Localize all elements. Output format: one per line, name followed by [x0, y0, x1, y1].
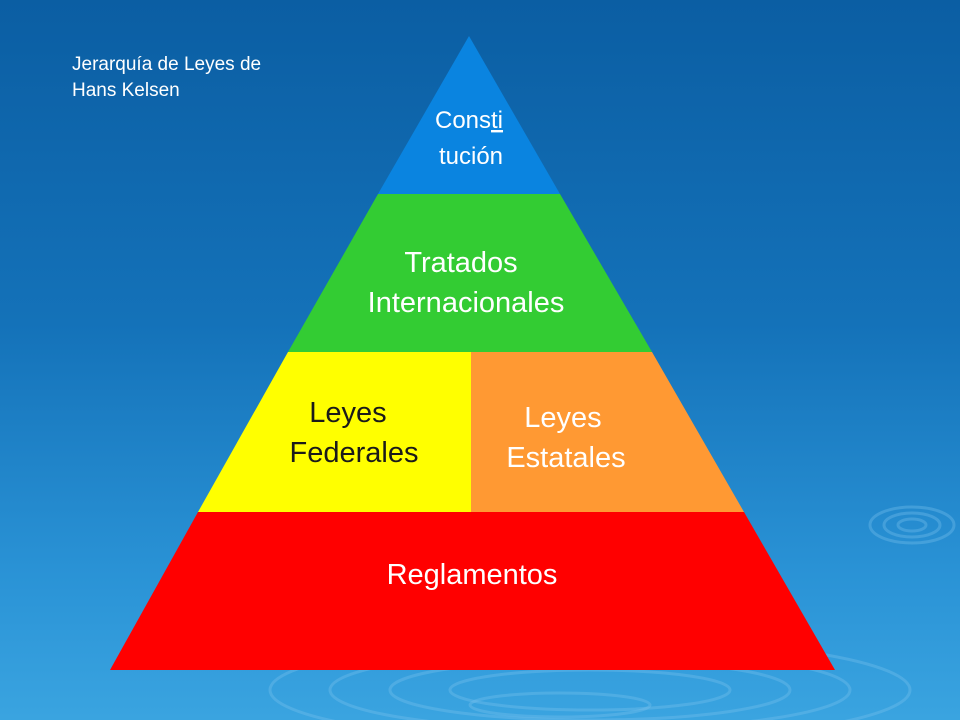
constitucion-label-line-1: Consti: [435, 107, 503, 134]
tratados-label-line-1: Tratados: [404, 247, 517, 279]
reglamentos-label: Reglamentos: [387, 559, 558, 591]
tratados-label-line-2: Internacionales: [368, 287, 565, 319]
pyramid-layer-reglamentos: [110, 512, 835, 670]
federales-label-line-1: Leyes: [309, 397, 386, 429]
slide-caption: Jerarquía de Leyes de Hans Kelsen: [72, 52, 332, 104]
constitucion-label-line-2: tución: [439, 143, 503, 170]
pyramid-layer-constitucion: [378, 36, 560, 194]
pyramid-layer-estatales: [471, 352, 744, 512]
pyramid-layer-federales: [198, 352, 471, 512]
federales-label-line-2: Federales: [290, 437, 419, 469]
caption-line-2: Hans Kelsen: [72, 80, 180, 101]
estatales-label-line-2: Estatales: [506, 442, 625, 474]
pyramid-layer-tratados: [288, 194, 652, 352]
estatales-label-line-1: Leyes: [524, 402, 601, 434]
caption-line-1: Jerarquía de Leyes de: [72, 54, 262, 75]
